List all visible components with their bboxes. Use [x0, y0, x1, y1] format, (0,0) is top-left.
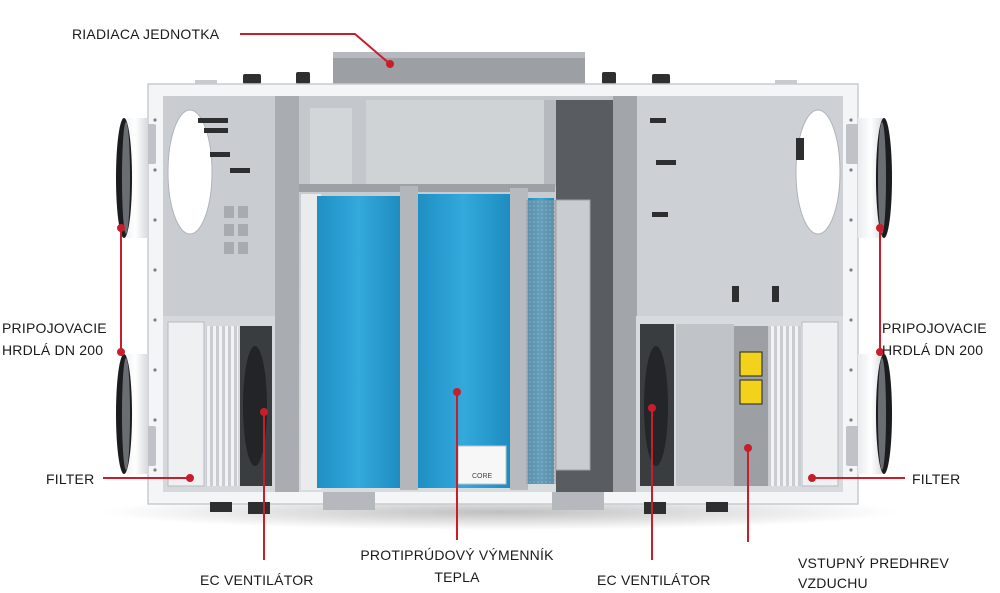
label-control-unit: RIADIACA JEDNOTKA — [72, 26, 220, 42]
duct-connector-bottom-right — [858, 354, 892, 474]
left-pillar — [275, 96, 299, 492]
label-ec-fan-left: EC VENTILÁTOR — [200, 572, 314, 588]
duct-connector-top-right — [858, 118, 892, 238]
duct-connector-top-left — [116, 118, 148, 238]
label-connection-right-1: PRIPOJOVACIE — [882, 320, 987, 336]
upper-right-chamber — [636, 96, 843, 316]
label-connection-right-2: HRDLÁ DN 200 — [882, 342, 984, 358]
bottom-rails — [210, 492, 728, 514]
label-preheater-1: VSTUPNÝ PREDHREV — [798, 555, 950, 571]
label-connection-left-1: PRIPOJOVACIE — [2, 320, 107, 336]
top-brackets — [195, 72, 797, 86]
label-heat-exchanger-2: TEPLA — [434, 569, 480, 585]
label-connection-left-2: HRDLÁ DN 200 — [2, 342, 104, 358]
upper-left-chamber — [163, 96, 275, 316]
label-heat-exchanger-1: PROTIPRÚDOVÝ VÝMENNÍK — [360, 547, 554, 563]
frame-screws — [153, 118, 853, 472]
lower-right-chamber — [636, 316, 843, 492]
control-unit-box — [333, 52, 585, 86]
center-top-compartment — [299, 96, 613, 492]
right-pillar — [613, 96, 637, 492]
leader-control-unit — [240, 33, 391, 65]
lower-left-chamber — [163, 316, 275, 492]
duct-connector-bottom-left — [116, 354, 148, 474]
exchanger-sticker-text: CORE — [472, 473, 493, 480]
label-filter-left: FILTER — [46, 471, 95, 487]
label-ec-fan-right: EC VENTILÁTOR — [597, 572, 711, 588]
label-filter-right: FILTER — [912, 471, 961, 487]
leader-lines — [103, 33, 905, 560]
label-preheater-2: VZDUCHU — [798, 575, 868, 591]
heat-exchanger: CORE — [301, 186, 591, 490]
